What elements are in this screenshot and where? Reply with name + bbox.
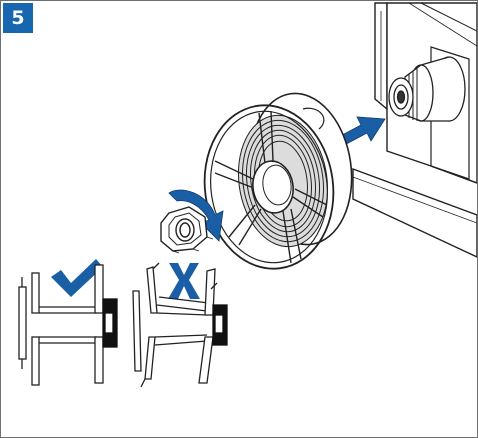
correct-mounting-diagram: [18, 264, 118, 386]
locking-nut: [160, 206, 214, 254]
step-number-badge: 5: [3, 3, 33, 33]
incorrect-mounting-diagram: [132, 262, 228, 388]
wire-spool: [203, 92, 353, 270]
spool-hub-shaft: [388, 56, 466, 122]
check-icon: [51, 259, 103, 297]
cross-icon: [168, 263, 200, 299]
rotate-arrow-icon: [168, 189, 224, 242]
